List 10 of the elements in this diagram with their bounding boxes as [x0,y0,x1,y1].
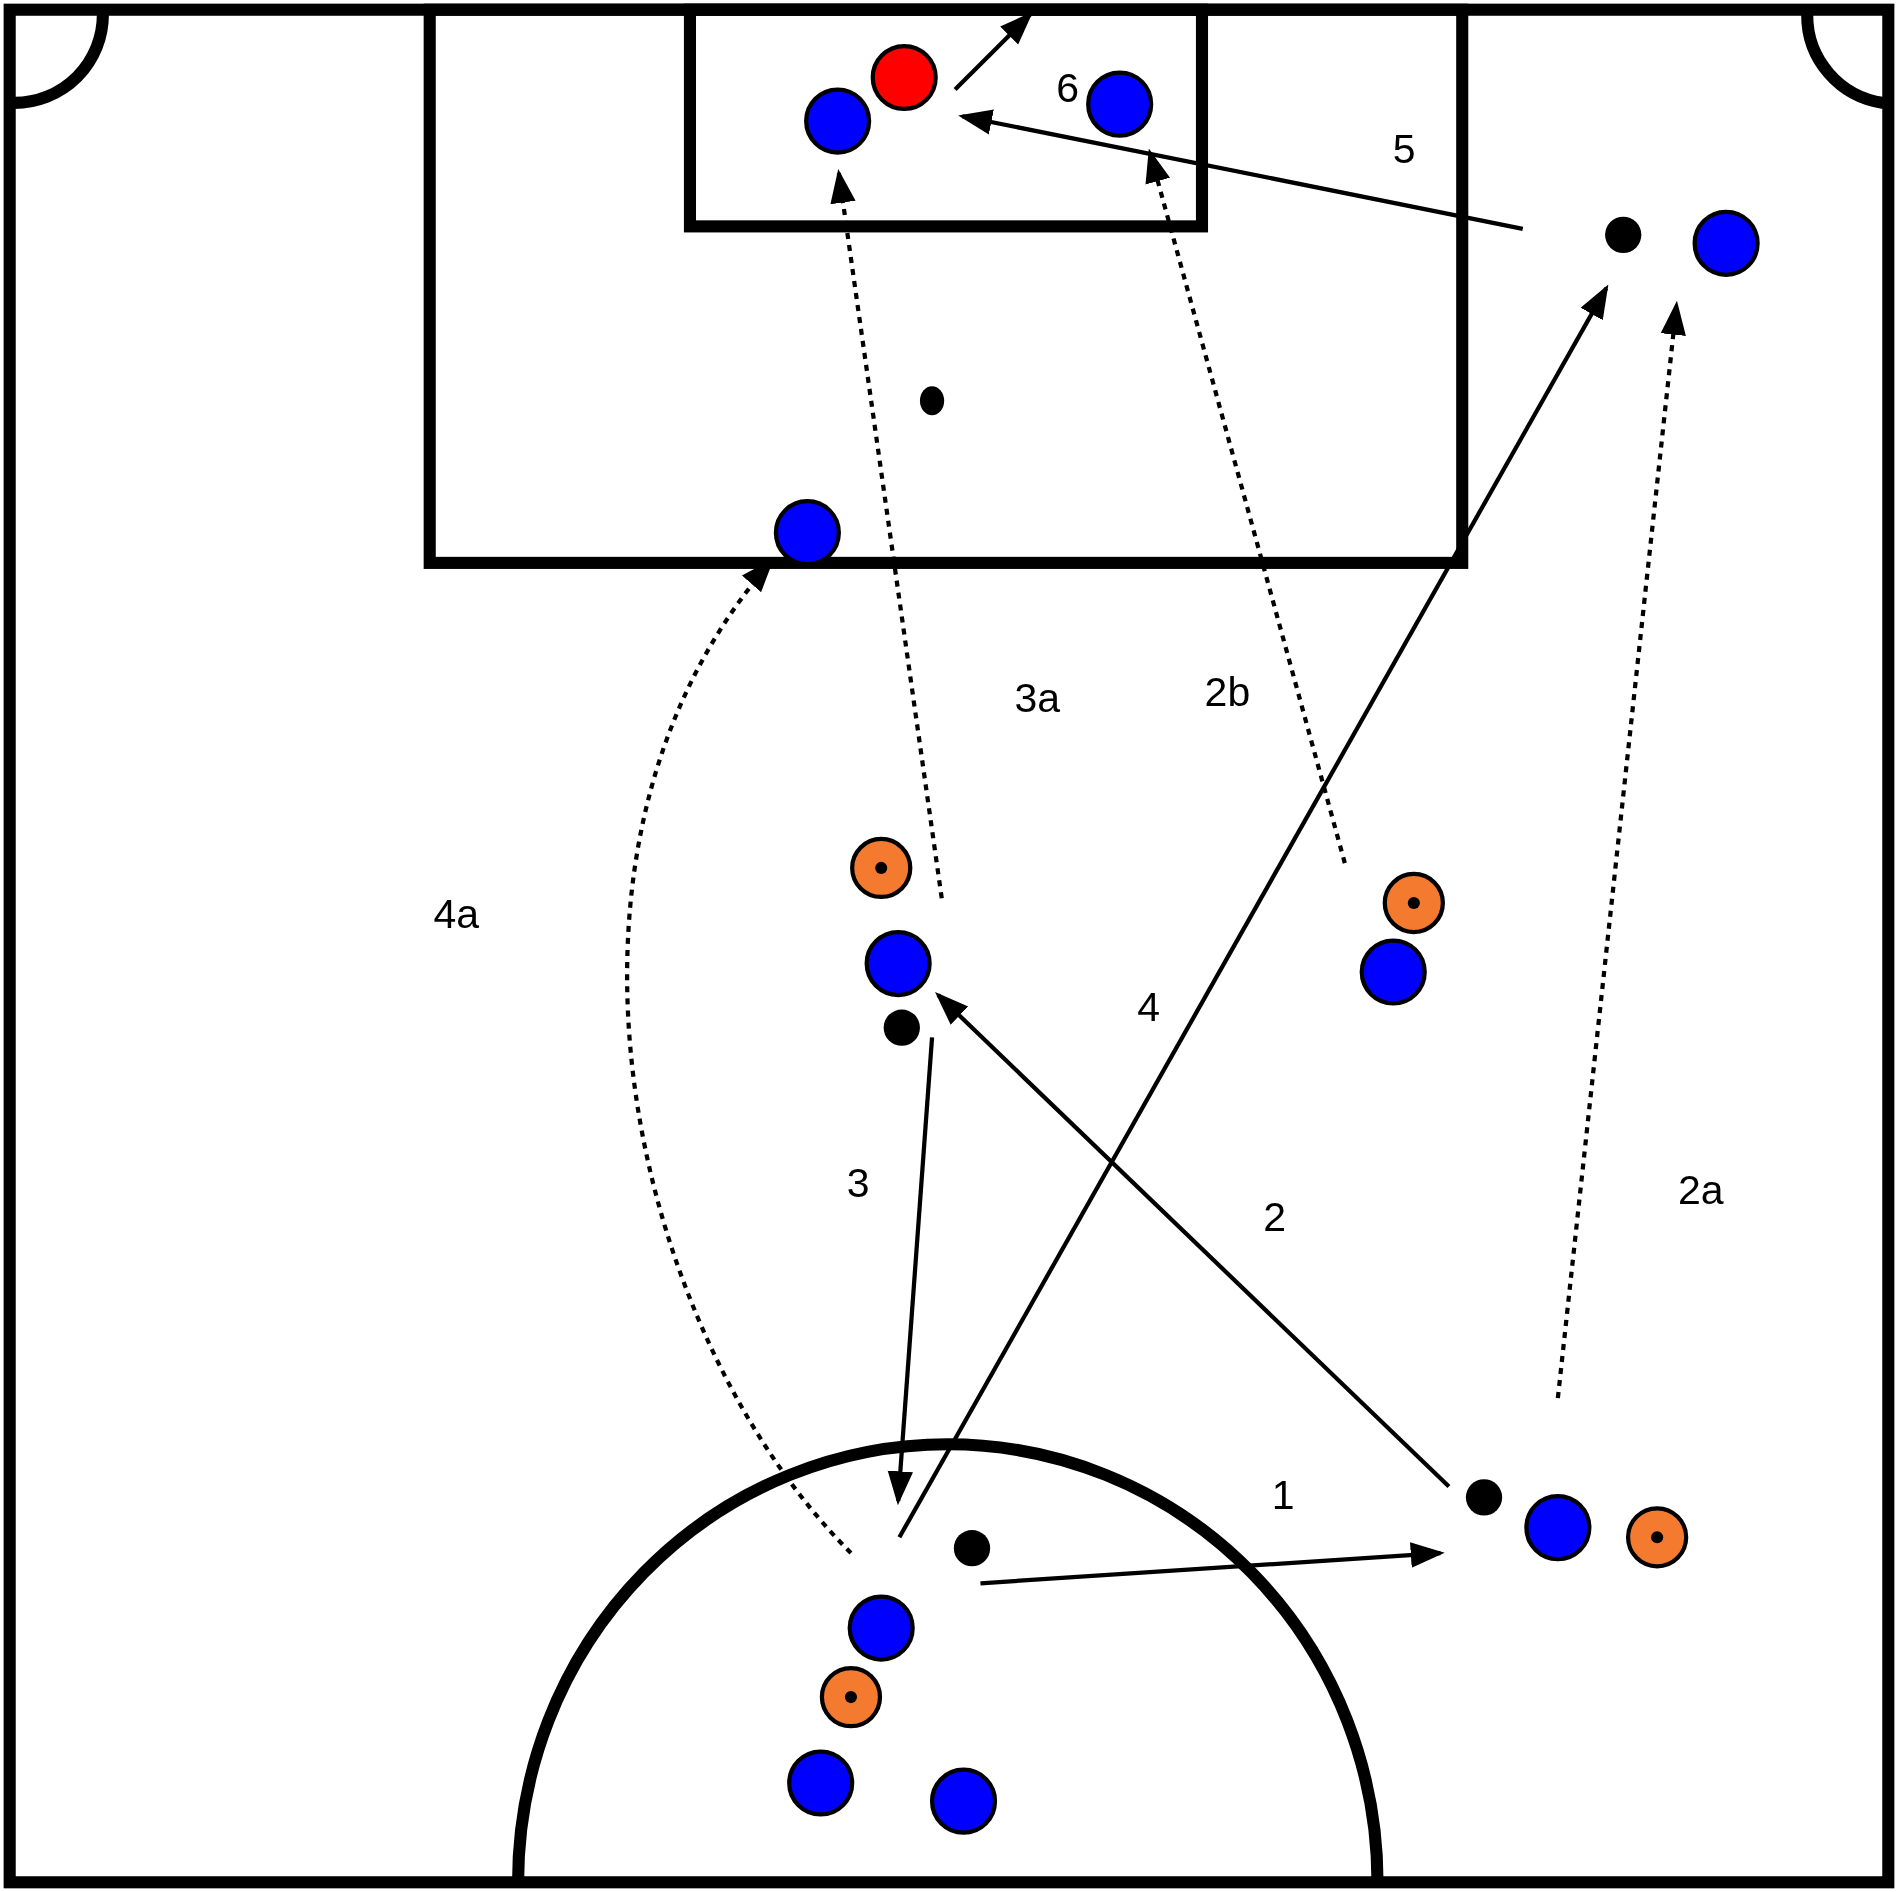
step-number: 2a [1677,1169,1724,1211]
step-number: 4a [433,893,480,935]
step-number: 3a [1014,677,1061,719]
step-number: 2 [1263,1196,1286,1237]
step-number: 5 [1392,128,1416,170]
step-number: 2b [1204,671,1251,713]
step-number: 1 [1271,1474,1295,1516]
step-number: 3 [846,1162,870,1204]
step-number: 4 [1137,986,1161,1028]
step-number: 6 [1056,67,1080,109]
